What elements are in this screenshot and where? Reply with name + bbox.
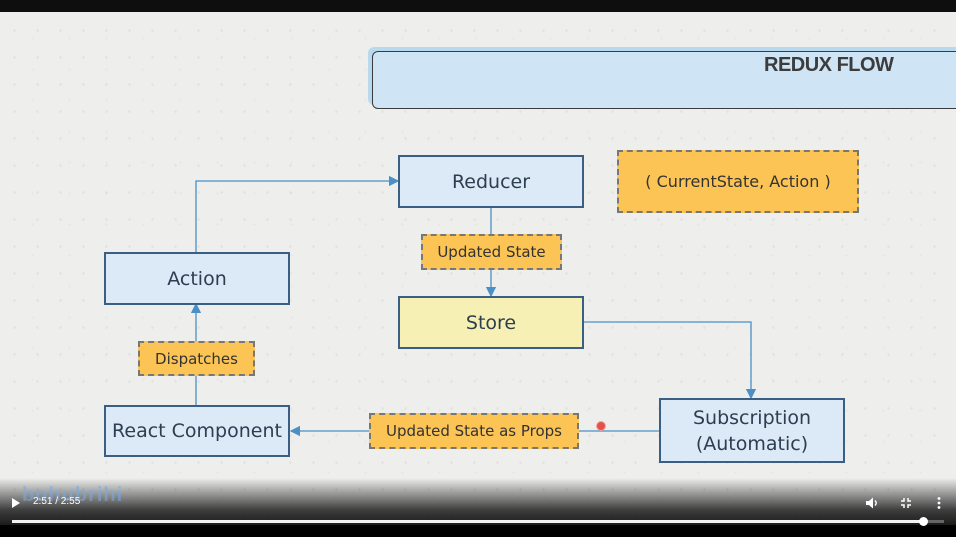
subscription-label-line2: (Automatic) xyxy=(695,432,809,455)
arrow-action-to-reducer xyxy=(195,175,400,252)
volume-icon[interactable] xyxy=(865,496,879,513)
logo-watermark: bohubrihi xyxy=(22,484,124,506)
react-component-node: React Component xyxy=(104,405,290,457)
more-options-icon[interactable] xyxy=(934,496,944,513)
title-banner xyxy=(372,51,956,109)
fullscreen-icon[interactable] xyxy=(899,496,913,513)
play-icon[interactable] xyxy=(12,498,20,508)
reducer-node: Reducer xyxy=(398,155,584,208)
updated-state-label: Updated State xyxy=(421,234,562,270)
video-controls xyxy=(0,478,956,537)
store-node: Store xyxy=(398,296,584,349)
cursor-dot xyxy=(596,421,606,431)
subscription-node: Subscription (Automatic) xyxy=(659,398,845,463)
arrow-store-to-subscription xyxy=(584,321,757,400)
slide-title: REDUX FLOW xyxy=(764,54,894,76)
slide: Reducer Action Store React Component Sub… xyxy=(0,12,956,525)
dispatches-label: Dispatches xyxy=(138,341,255,376)
updated-state-as-props-label: Updated State as Props xyxy=(369,413,579,449)
reducer-signature-label: ( CurrentState, Action ) xyxy=(617,150,859,213)
action-node: Action xyxy=(104,252,290,305)
time-display: 2:51 / 2:55 xyxy=(33,496,81,507)
progress-fill xyxy=(12,520,923,523)
progress-knob[interactable] xyxy=(918,517,928,526)
subscription-label-line1: Subscription xyxy=(692,406,812,429)
progress-bar[interactable] xyxy=(12,517,944,526)
